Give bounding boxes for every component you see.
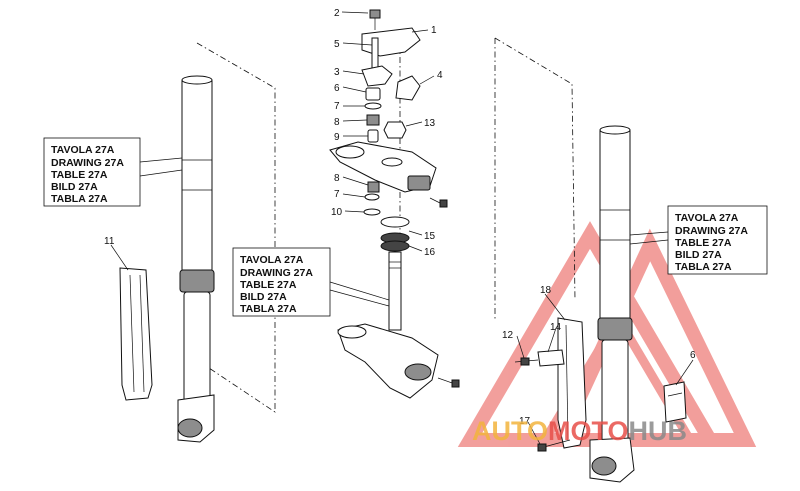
fork-guard-left: [119, 267, 153, 401]
callout-numbers: 2 1 5 3 4 6 7 8 9 13 8 7 10 15 16 11 18 …: [104, 8, 696, 427]
ref-line: TABLE 27A: [51, 169, 108, 181]
ref-line: DRAWING 27A: [675, 225, 748, 237]
reference-box-center: TAVOLA 27A DRAWING 27A TABLE 27A BILD 27…: [232, 247, 331, 317]
callout-3: 3: [334, 67, 340, 78]
watermark-text: AUTOMOTOHUB: [472, 416, 687, 446]
ref-line: TABLA 27A: [675, 261, 732, 273]
callout-8-lower: 8: [334, 173, 340, 184]
callout-10: 10: [331, 207, 343, 218]
fork-guard-right: [557, 317, 587, 449]
callout-13: 13: [424, 118, 436, 129]
ref-line: BILD 27A: [51, 181, 98, 193]
callout-7: 7: [334, 101, 340, 112]
callout-18: 18: [540, 285, 552, 296]
callout-9: 9: [334, 132, 340, 143]
reference-box-left: TAVOLA 27A DRAWING 27A TABLE 27A BILD 27…: [43, 137, 141, 207]
ref-line: TABLE 27A: [240, 279, 297, 291]
watermark-auto: AUTO: [472, 416, 548, 446]
callout-14: 14: [550, 322, 562, 333]
right-fork-leg: [589, 125, 635, 483]
callout-4: 4: [437, 70, 443, 81]
ref-line: BILD 27A: [675, 249, 722, 261]
ref-line: BILD 27A: [240, 291, 287, 303]
ref-line: TAVOLA 27A: [240, 254, 304, 266]
callout-12: 12: [502, 330, 514, 341]
callout-2: 2: [334, 8, 340, 19]
left-fork-leg: [177, 75, 215, 443]
ref-line: TABLE 27A: [675, 237, 732, 249]
callout-5: 5: [334, 39, 340, 50]
ref-line: DRAWING 27A: [51, 157, 124, 169]
bolt-17: [537, 439, 571, 452]
callout-8: 8: [334, 117, 340, 128]
leader-lines: [110, 11, 694, 445]
ref-line: TABLA 27A: [51, 193, 108, 205]
callout-15: 15: [424, 231, 436, 242]
watermark-moto: MOTO: [548, 416, 629, 446]
callout-6-right: 6: [690, 350, 696, 361]
ref-line: DRAWING 27A: [240, 267, 313, 279]
callout-6: 6: [334, 83, 340, 94]
callout-1: 1: [431, 25, 437, 36]
callout-16: 16: [424, 247, 436, 258]
ref-line: TAVOLA 27A: [675, 212, 739, 224]
ref-line: TAVOLA 27A: [51, 144, 115, 156]
callout-17: 17: [519, 416, 531, 427]
ref-line: TABLA 27A: [240, 303, 297, 315]
guard-clamp: [514, 349, 565, 367]
callout-7-lower: 7: [334, 189, 340, 200]
svg-text:AUTOMOTOHUB: AUTOMOTOHUB: [472, 416, 687, 446]
watermark-hub: HUB: [629, 416, 688, 446]
reference-box-right: TAVOLA 27A DRAWING 27A TABLE 27A BILD 27…: [667, 205, 768, 275]
steering-stack: [329, 9, 460, 399]
callout-11: 11: [104, 236, 115, 247]
